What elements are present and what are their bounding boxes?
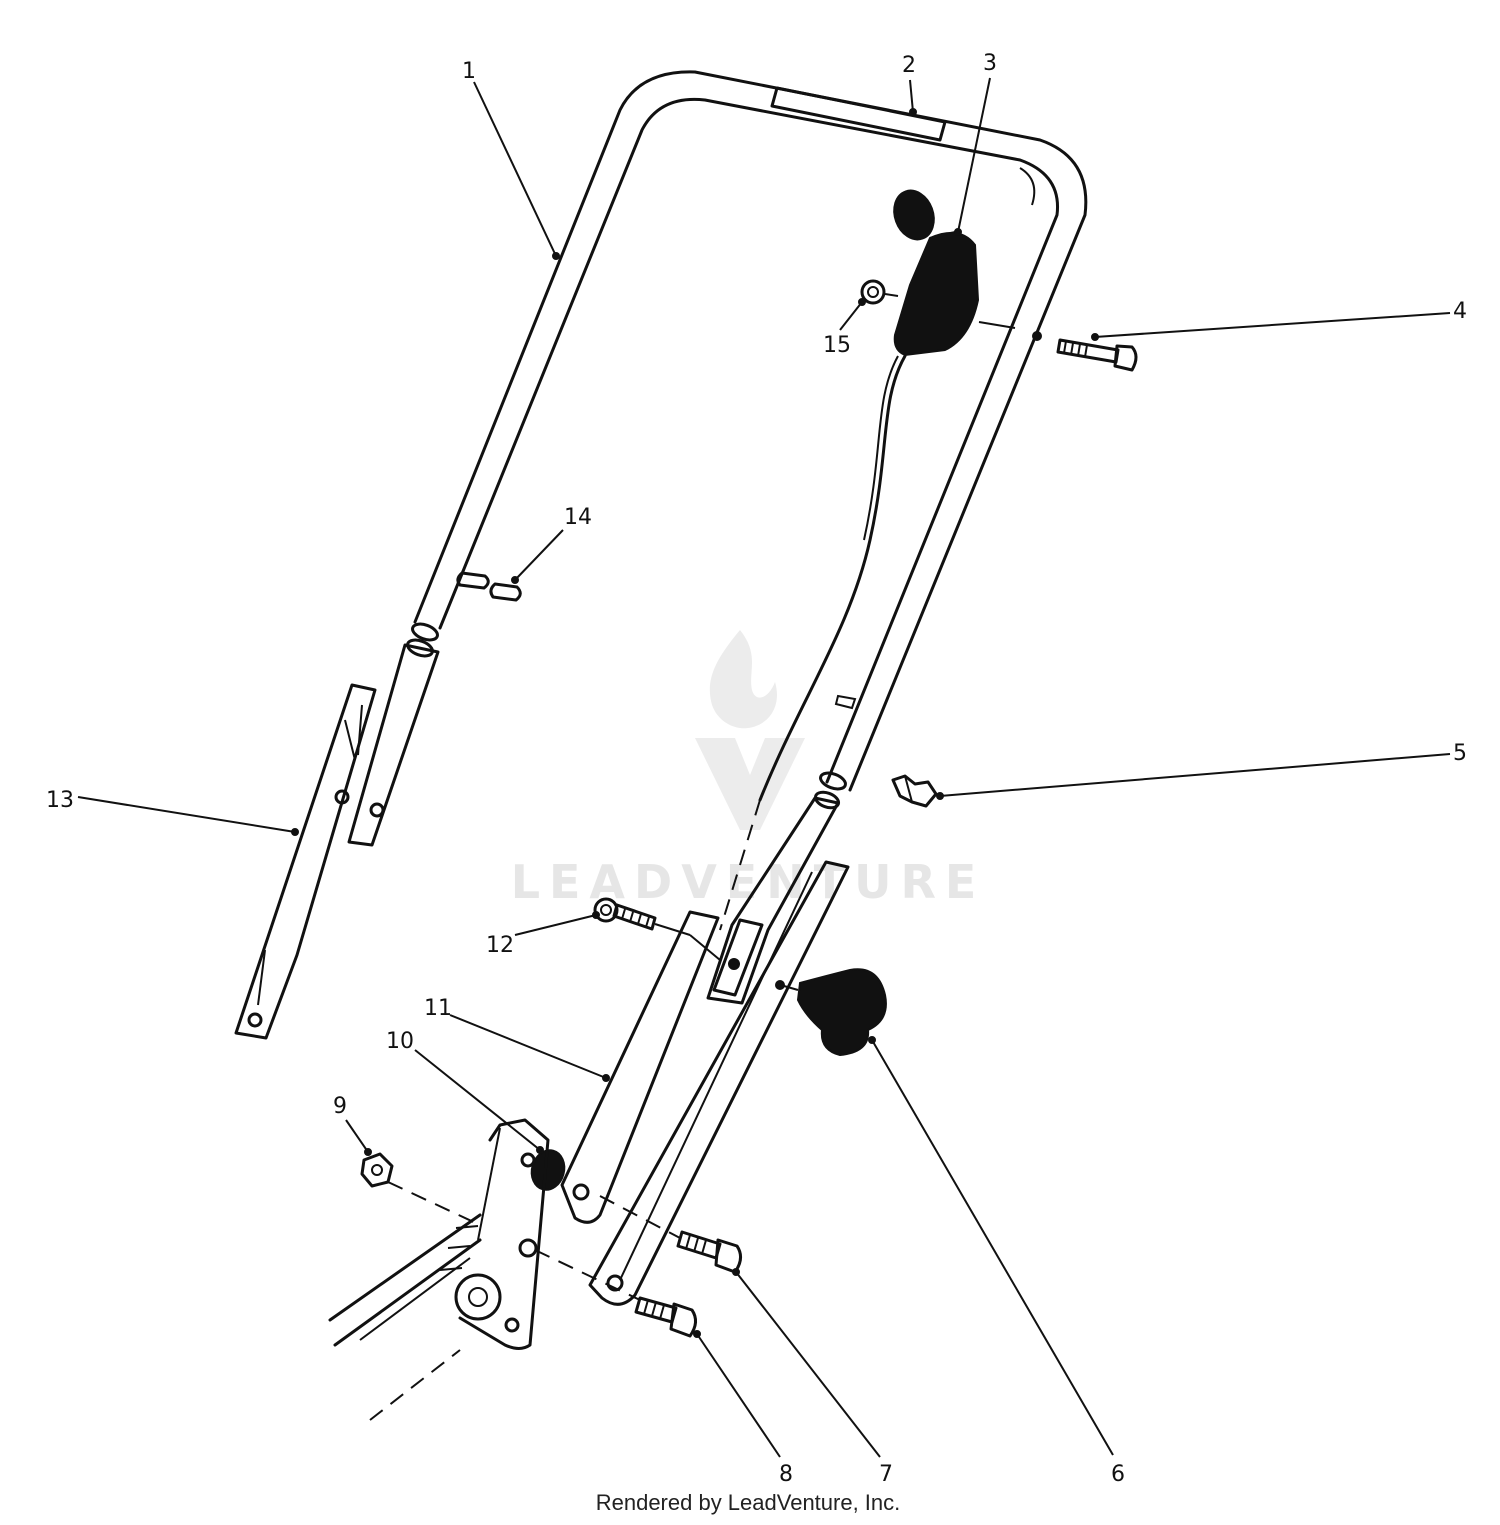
part-8-bolt [634, 1296, 697, 1338]
part-9-nut [360, 1152, 481, 1226]
callout-1: 1 [462, 59, 476, 84]
callout-10: 10 [386, 1029, 414, 1054]
callout-9: 9 [333, 1094, 347, 1119]
leader-1 [473, 81, 557, 257]
leader-10 [414, 1049, 541, 1151]
part-14-pins [456, 571, 522, 602]
callout-12: 12 [486, 933, 514, 958]
leader-11 [449, 1014, 607, 1079]
callout-2: 2 [902, 53, 916, 78]
leader-4 [1094, 312, 1451, 338]
footer-credit: Rendered by LeadVenture, Inc. [596, 1490, 901, 1515]
callout-labels: 1 2 3 4 5 6 7 8 9 10 11 12 13 14 15 [46, 51, 1467, 1487]
callout-14: 14 [564, 505, 592, 530]
leader-3 [957, 77, 991, 233]
leader-12 [514, 914, 597, 936]
leader-8 [696, 1333, 781, 1458]
leader-13 [77, 796, 296, 833]
part-12-bolt [593, 897, 691, 936]
callout-3: 3 [983, 51, 997, 76]
leader-2 [909, 79, 914, 113]
part-1-upper-handle [411, 70, 1088, 792]
callout-6: 6 [1111, 1462, 1125, 1487]
watermark: LEADVENTURE [511, 630, 986, 909]
deck-bracket [328, 1118, 641, 1421]
watermark-v-icon [695, 738, 805, 830]
leader-6 [871, 1039, 1114, 1456]
callout-13: 13 [46, 788, 74, 813]
part-3-control-lever [758, 189, 1016, 802]
leader-7 [735, 1271, 881, 1458]
watermark-text: LEADVENTURE [511, 855, 986, 909]
part-7-bolt [599, 1195, 742, 1274]
leader-14 [514, 529, 564, 581]
part-4-bolt [1032, 331, 1138, 372]
part-15-nut [860, 279, 899, 305]
callout-15: 15 [823, 333, 851, 358]
leader-lines [77, 77, 1451, 1458]
callout-4: 4 [1453, 299, 1467, 324]
callout-8: 8 [779, 1462, 793, 1487]
right-lower-handle [706, 790, 841, 1005]
part-5-wing-nut [891, 774, 938, 808]
leader-15 [839, 301, 863, 331]
leader-9 [345, 1119, 369, 1153]
callout-5: 5 [1453, 741, 1467, 766]
leader-5 [939, 753, 1451, 797]
callout-11: 11 [424, 996, 452, 1021]
part-11-bracket [560, 860, 850, 1306]
callout-7: 7 [879, 1462, 893, 1487]
watermark-flame-icon [709, 630, 777, 729]
part-2-label-plate [770, 86, 947, 142]
part-13-left-lower-handle [234, 638, 440, 1040]
part-6-knob [775, 968, 887, 1057]
